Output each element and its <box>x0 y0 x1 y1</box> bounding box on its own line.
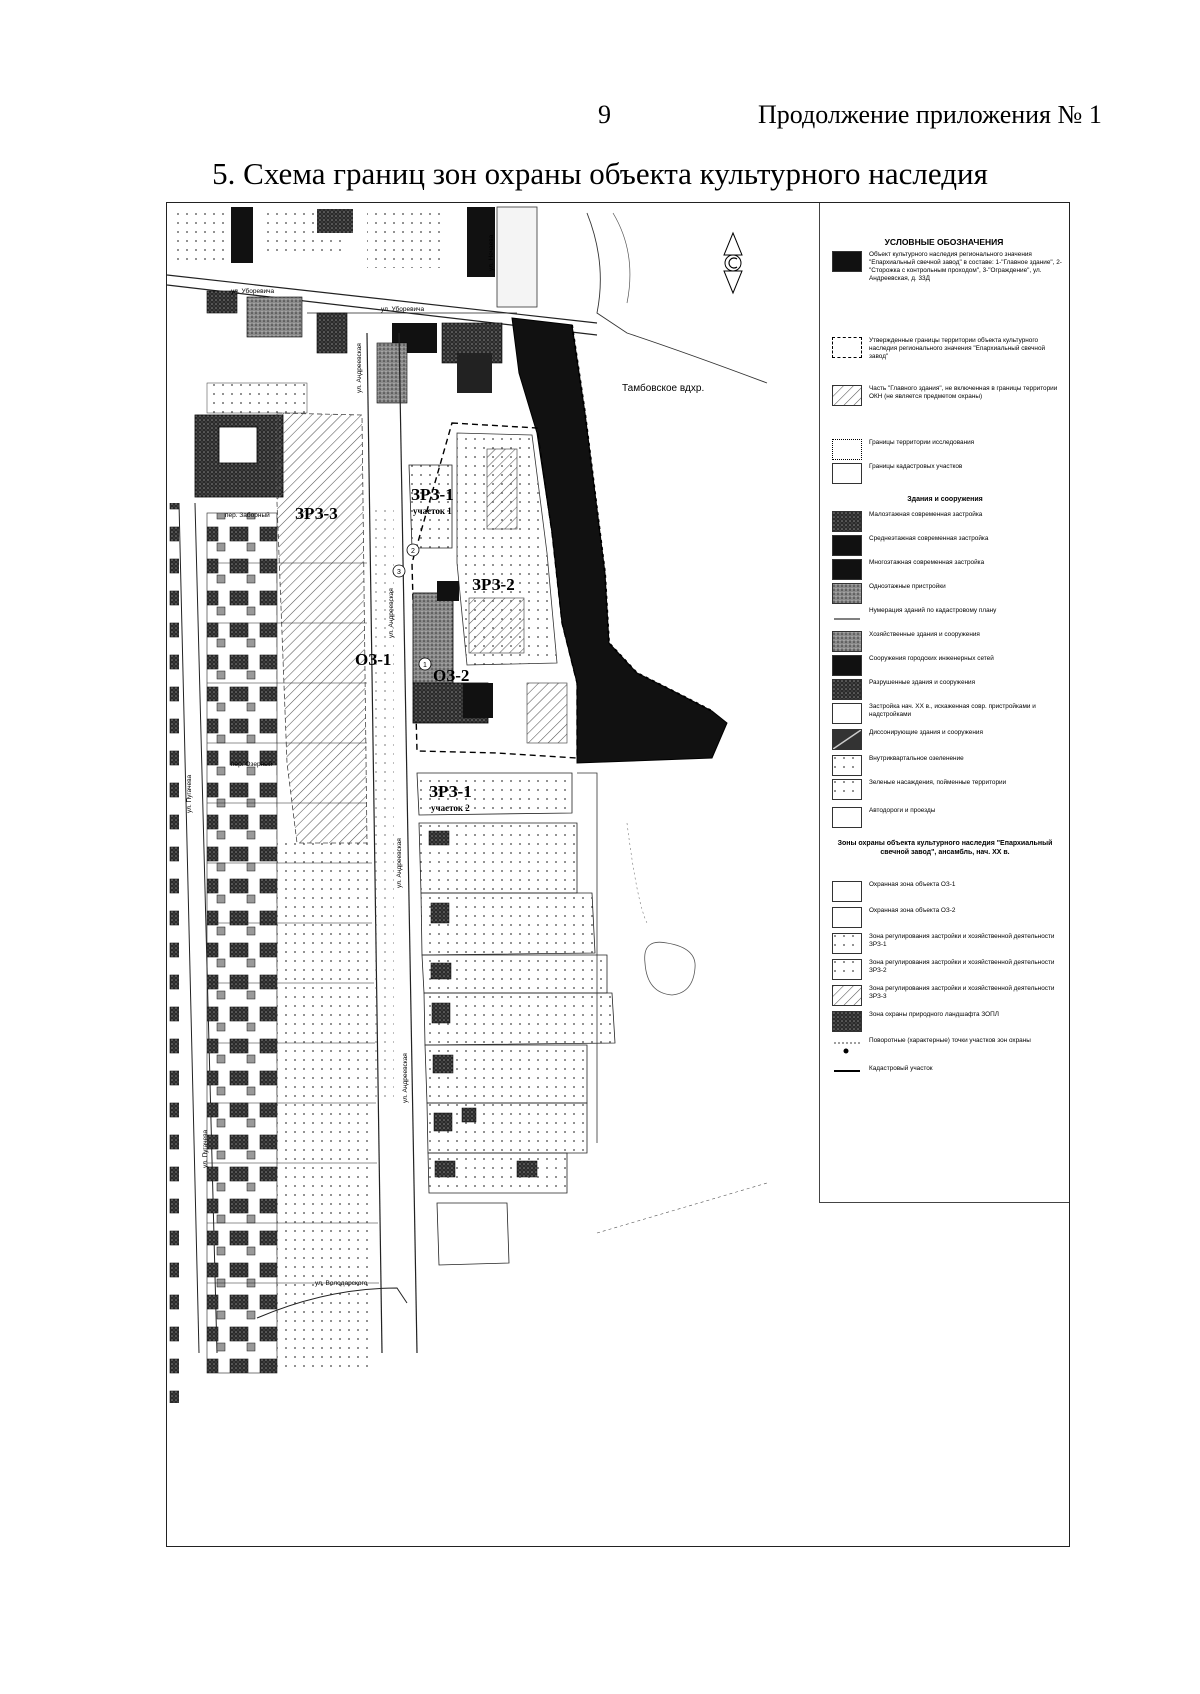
road-andreevskaya <box>366 332 418 1354</box>
point-swatch-icon <box>832 1037 862 1058</box>
street-label-andreevskaya-1: ул. Андреевская <box>356 343 363 393</box>
page-number: 9 <box>598 100 611 129</box>
dashed-outline-swatch-icon <box>832 337 862 358</box>
line-swatch-icon <box>832 1065 862 1086</box>
street-label-andreevskaya-4: ул. Андреевская <box>402 1053 409 1103</box>
street-label-nechaeva: ул. Нечаева <box>488 234 495 271</box>
street-label-zaborny: пер. Заборный <box>225 511 270 519</box>
zone-label-oz1: ОЗ-1 <box>355 650 391 669</box>
east-small-buildings <box>428 830 538 1178</box>
marker-3: 3 <box>392 564 406 578</box>
water-label: Тамбовское вдхр. <box>622 382 704 394</box>
zone-sub-zrz1-plot1: участок 1 <box>413 506 452 516</box>
west-garden <box>277 843 372 1373</box>
zone-sub-zrz1-plot2: участок 2 <box>431 803 470 813</box>
hatch-swatch-icon <box>832 385 862 406</box>
map-svg: 1 2 3 Тамбовское вдхр. ЗРЗ-3 ЗРЗ-1 участ… <box>167 206 768 1403</box>
reservoir-bank <box>586 212 768 384</box>
marker-1: 1 <box>418 657 432 671</box>
far-west-strip <box>167 503 179 1403</box>
solid-black-swatch-icon <box>832 655 862 676</box>
courtyard-block <box>194 382 308 498</box>
continuation-header: Продолжение приложения № 1 <box>758 100 1102 129</box>
street-label-andreevskaya-3: ул. Андреевская <box>396 838 403 888</box>
outline-swatch-icon <box>832 807 862 828</box>
dotted-outline-swatch-icon <box>832 439 862 460</box>
light-dots-swatch-icon <box>832 959 862 980</box>
marker-2: 2 <box>406 543 420 557</box>
dark-diagonal-swatch-icon <box>832 729 862 750</box>
page-title: 5. Схема границ зон охраны объекта культ… <box>212 156 988 191</box>
lower-lot <box>436 1202 510 1266</box>
zone-label-oz2: ОЗ-2 <box>433 666 469 685</box>
outline-swatch-icon <box>832 881 862 902</box>
zrz1-plot2-zone <box>416 772 573 816</box>
light-dots-swatch-icon <box>832 779 862 800</box>
legend-title: УСЛОВНЫЕ ОБОЗНАЧЕНИЯ <box>884 237 1004 247</box>
solid-black-swatch-icon <box>832 251 862 272</box>
zrz1-plot1-zone <box>408 464 453 549</box>
street-label-uborevicha-2: ул. Уборевича <box>381 305 425 313</box>
street-label-pugacheva-2: ул. Пугачева <box>202 1129 209 1168</box>
gray-texture-swatch-icon <box>832 631 862 652</box>
hatch-swatch-icon <box>832 985 862 1006</box>
dark-texture-swatch-icon <box>832 1011 862 1032</box>
outline-swatch-icon <box>832 907 862 928</box>
legend-panel: УСЛОВНЫЕ ОБОЗНАЧЕНИЯ Объект культурного … <box>819 203 1069 1203</box>
solid-black-swatch-icon <box>832 559 862 580</box>
outline-swatch-icon <box>832 703 862 724</box>
gray-texture-swatch-icon <box>832 583 862 604</box>
zone-label-zrz1-plot1: ЗРЗ-1 <box>411 485 454 504</box>
outline-swatch-icon <box>832 463 862 484</box>
zrz3-zone <box>276 412 368 844</box>
north-arrow-icon <box>723 231 743 295</box>
street-label-andreevskaya-2: ул. Андреевская <box>388 588 395 638</box>
map-frame: 1 2 3 Тамбовское вдхр. ЗРЗ-3 ЗРЗ-1 участ… <box>166 202 1070 1547</box>
numbered-line-swatch-icon <box>832 607 862 628</box>
zone-label-zrz1-plot2: ЗРЗ-1 <box>429 782 472 801</box>
svg-text:3: 3 <box>397 569 401 576</box>
solid-black-swatch-icon <box>832 535 862 556</box>
street-label-uborevicha-1: ул. Уборевича <box>231 287 275 295</box>
street-label-volodarskogo: ул. Володарского <box>315 1280 368 1287</box>
legend-section-buildings: Здания и сооружения <box>907 496 983 503</box>
map-area: 1 2 3 Тамбовское вдхр. ЗРЗ-3 ЗРЗ-1 участ… <box>167 203 817 1546</box>
street-volodarskogo <box>256 1287 408 1319</box>
svg-text:1: 1 <box>423 662 427 669</box>
pond <box>644 941 696 996</box>
svg-text:2: 2 <box>411 548 415 555</box>
light-dots-swatch-icon <box>832 755 862 776</box>
west-blocks <box>206 512 278 1374</box>
street-label-ozerny: пер. Озерный <box>231 760 273 768</box>
zone-label-zrz3: ЗРЗ-3 <box>295 504 338 523</box>
okn-main-building <box>412 581 493 724</box>
street-label-pugacheva-1: ул. Пугачева <box>186 774 193 813</box>
legend-section-zones: Зоны охраны объекта культурного наследия… <box>837 840 1053 856</box>
dark-texture-swatch-icon <box>832 511 862 532</box>
dark-texture-swatch-icon <box>832 679 862 700</box>
light-dots-swatch-icon <box>832 933 862 954</box>
top-fields <box>171 206 538 308</box>
zone-label-zrz2: ЗРЗ-2 <box>472 575 515 594</box>
